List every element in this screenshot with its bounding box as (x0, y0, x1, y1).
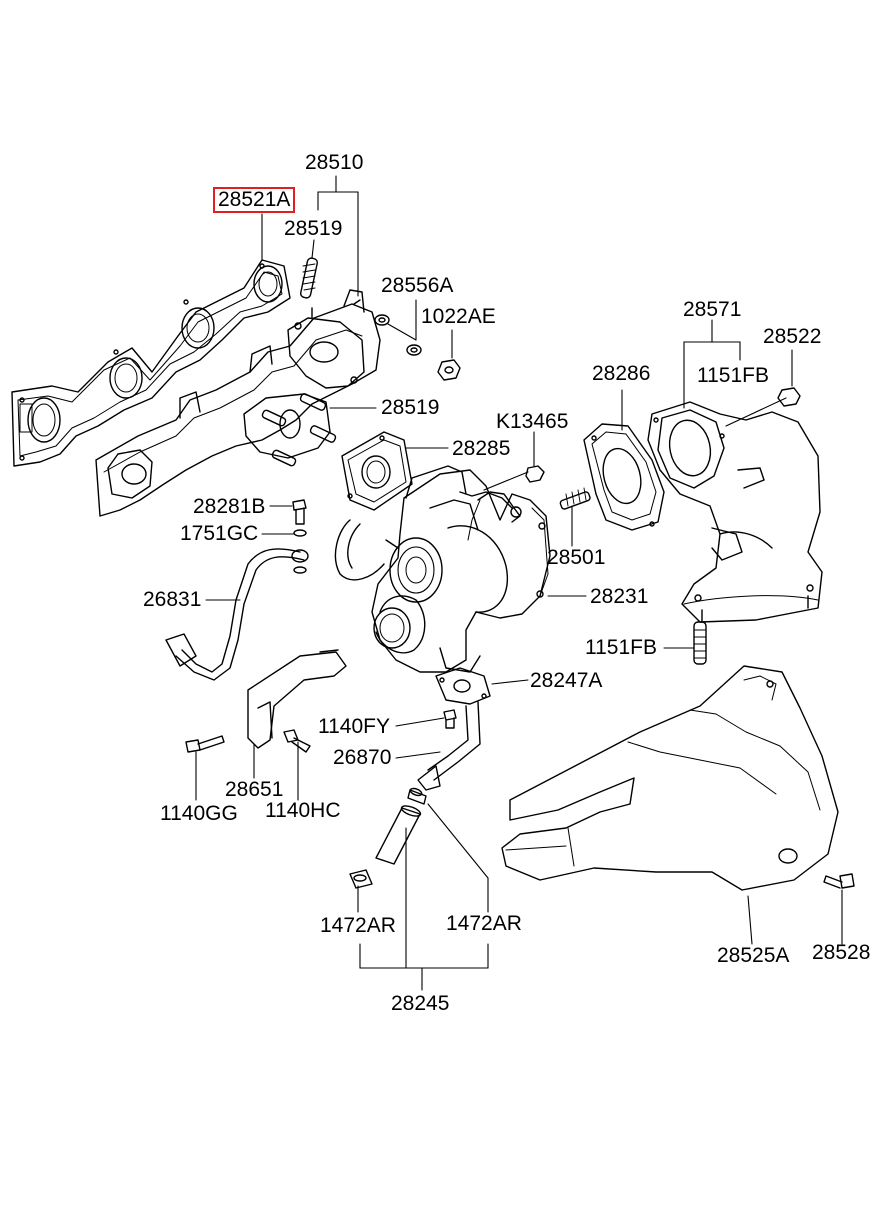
label-28651[interactable]: 28651 (225, 778, 284, 801)
elbow-stud[interactable] (693, 621, 707, 665)
label-28519-mid[interactable]: 28519 (381, 396, 440, 419)
exhaust-elbow[interactable] (647, 401, 823, 623)
label-1140GG[interactable]: 1140GG (160, 802, 238, 825)
heat-shield[interactable] (501, 665, 839, 891)
label-28528[interactable]: 28528 (812, 941, 871, 964)
label-28522[interactable]: 28522 (763, 325, 822, 348)
label-28525A[interactable]: 28525A (717, 944, 790, 967)
coolant-hose[interactable] (349, 787, 427, 889)
outlet-stud[interactable] (559, 487, 591, 510)
label-26831[interactable]: 26831 (143, 588, 202, 611)
label-28247A[interactable]: 28247A (530, 669, 603, 692)
washer-and-nut[interactable] (374, 314, 461, 381)
label-28571[interactable]: 28571 (683, 298, 742, 321)
label-1140HC[interactable]: 1140HC (265, 799, 341, 822)
label-28231[interactable]: 28231 (590, 585, 649, 608)
label-K13465[interactable]: K13465 (496, 410, 569, 433)
label-28501[interactable]: 28501 (547, 546, 606, 569)
turbo-nut[interactable] (525, 465, 545, 483)
leader-lines (195, 175, 843, 991)
label-1140FY[interactable]: 1140FY (318, 715, 390, 738)
label-28521A-selected[interactable]: 28521A (213, 187, 296, 213)
manifold-gasket[interactable] (11, 259, 291, 467)
label-1751GC[interactable]: 1751GC (180, 522, 259, 545)
oil-drain-hose[interactable] (417, 701, 481, 791)
label-1472AR-left[interactable]: 1472AR (320, 914, 396, 937)
label-28556A[interactable]: 28556A (381, 274, 454, 297)
oil-drain-gasket[interactable] (435, 667, 491, 705)
label-28519-top[interactable]: 28519 (284, 217, 343, 240)
label-1472AR-right[interactable]: 1472AR (446, 912, 522, 935)
label-28245[interactable]: 28245 (391, 992, 450, 1015)
elbow-nut[interactable] (777, 387, 801, 407)
oil-feed-bolt[interactable] (292, 499, 307, 537)
outlet-gasket[interactable] (583, 423, 665, 531)
label-1151FB-bottom[interactable]: 1151FB (585, 636, 657, 659)
label-28286[interactable]: 28286 (592, 362, 651, 385)
label-28510[interactable]: 28510 (305, 151, 364, 174)
oil-feed-pipe[interactable] (165, 548, 309, 681)
exhaust-manifold[interactable] (95, 289, 381, 517)
turbo-inlet-gasket[interactable] (341, 431, 413, 511)
label-26870[interactable]: 26870 (333, 746, 392, 769)
bracket-bolts[interactable] (185, 729, 311, 753)
label-1151FB-top[interactable]: 1151FB (697, 364, 769, 387)
turbocharger[interactable] (334, 465, 551, 673)
support-bracket[interactable] (247, 649, 347, 749)
studs[interactable] (261, 257, 337, 467)
label-28281B[interactable]: 28281B (193, 495, 266, 518)
label-28285[interactable]: 28285 (452, 437, 511, 460)
drain-bolt[interactable] (443, 709, 457, 729)
shield-bolt[interactable] (823, 873, 855, 889)
label-1022AE[interactable]: 1022AE (421, 305, 496, 328)
